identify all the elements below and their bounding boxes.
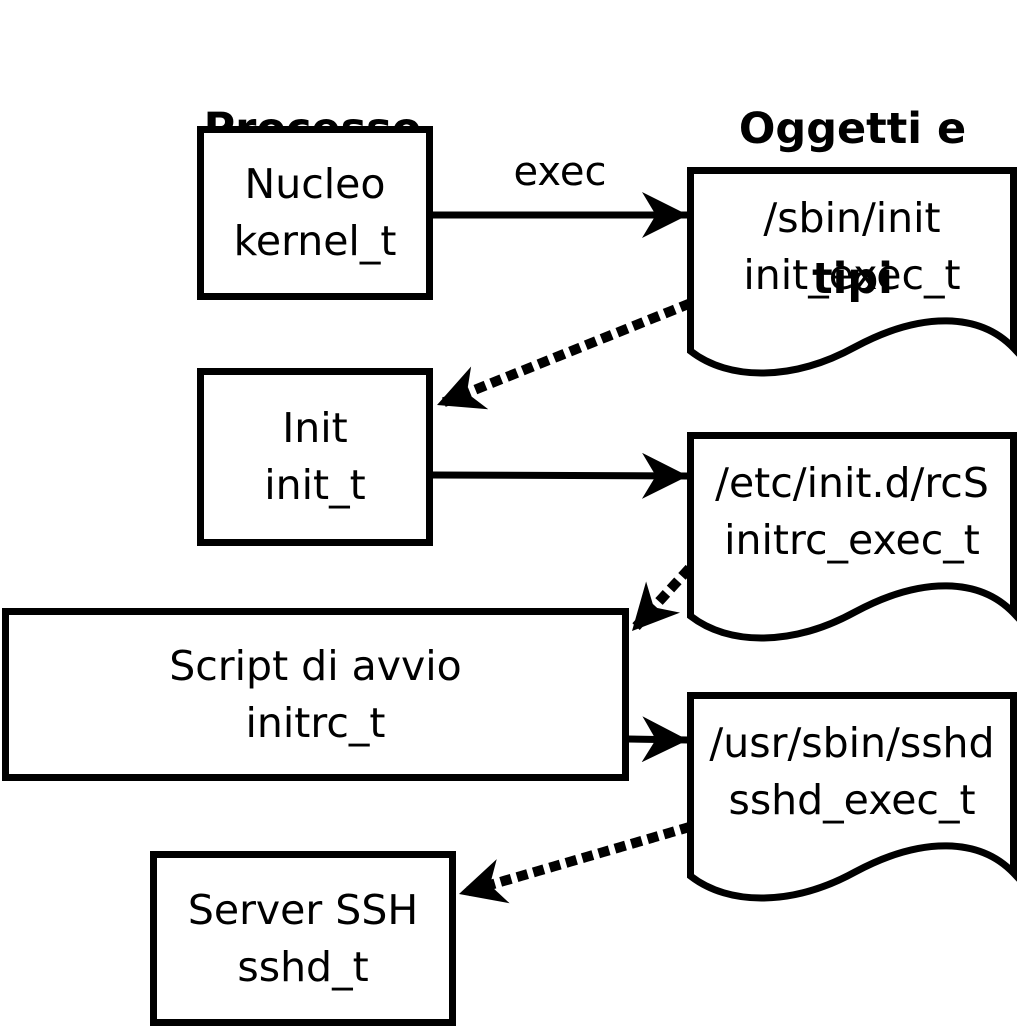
process-node-kernel: Nucleo kernel_t [197,126,433,300]
object-node-init-exec-path: /sbin/init [763,194,941,242]
process-node-init-label: Init [282,404,348,452]
process-node-kernel-type: kernel_t [233,217,397,265]
process-node-init-type: init_t [264,461,366,509]
process-node-initrc-label: Script di avvio [169,641,462,690]
process-node-initrc-type: initrc_t [245,698,386,747]
process-node-sshd: Server SSH sshd_t [150,851,456,1026]
document-shape-init-exec [687,167,1017,377]
object-node-sshd-exec-path: /usr/sbin/sshd [709,719,995,767]
object-node-sshd-exec: /usr/sbin/sshd sshd_exec_t [687,715,1017,829]
exec-arrow-init-to-initrc-exec [431,452,689,499]
process-node-initrc: Script di avvio initrc_t [2,608,629,781]
object-node-init-exec-type: init_exec_t [743,251,961,299]
column-header-objects: Oggetti e tipi [680,4,1024,404]
process-node-sshd-label: Server SSH [187,885,419,934]
exec-arrow-label: exec [513,149,607,195]
column-header-objects-line1: Oggetti e [738,104,967,154]
object-node-initrc-exec: /etc/init.d/rcS initrc_exec_t [687,455,1017,569]
object-node-initrc-exec-type: initrc_exec_t [724,516,980,564]
process-node-sshd-type: sshd_t [237,942,369,991]
document-shape-initrc-exec [687,432,1017,642]
object-node-init-exec: /sbin/init init_exec_t [687,190,1017,304]
document-shape-sshd-exec [687,692,1017,902]
exec-arrow-initrc-to-sshd-exec [627,716,689,763]
transition-arrow-initrc-exec-to-initrc [624,564,694,639]
object-node-sshd-exec-type: sshd_exec_t [728,776,976,824]
column-header-objects-line2: tipi [812,254,893,304]
transition-arrow-init-exec-to-init [430,298,693,412]
process-node-init: Init init_t [197,368,433,546]
transition-arrow-sshd-exec-to-sshd [452,821,693,904]
process-node-kernel-label: Nucleo [244,160,386,208]
object-node-initrc-exec-path: /etc/init.d/rcS [715,459,989,507]
